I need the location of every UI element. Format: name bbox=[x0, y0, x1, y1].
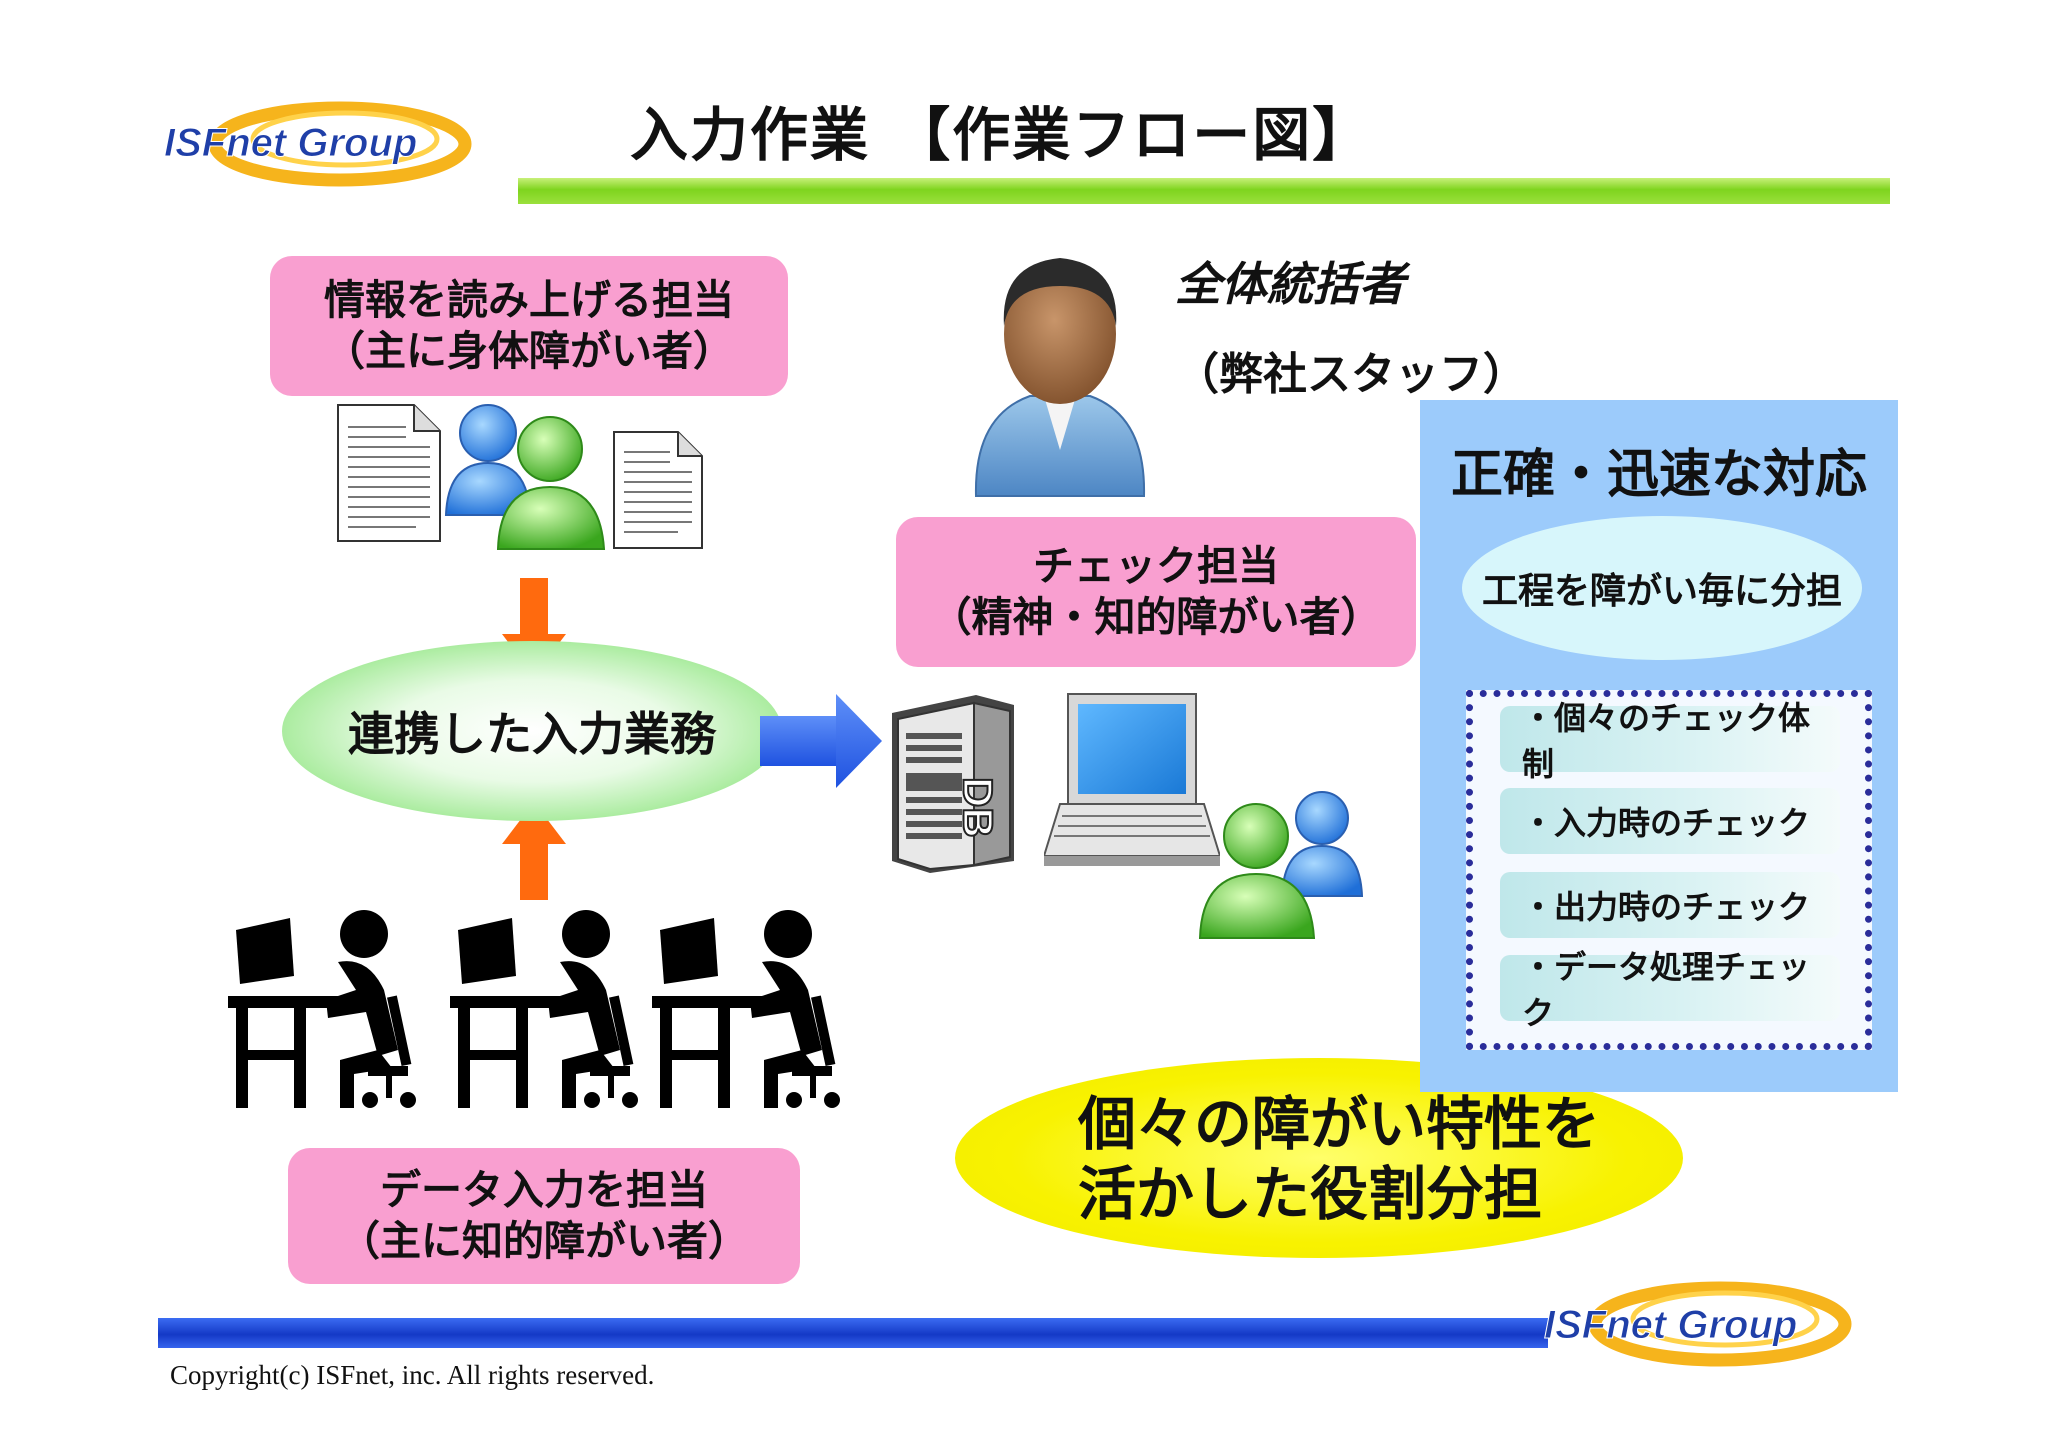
process-division-label: 工程を障がい毎に分担 bbox=[1481, 571, 1842, 612]
check-role-line1: チェック担当 bbox=[1033, 541, 1279, 590]
isfnet-logo-icon: ISFnet Group bbox=[1544, 1281, 1852, 1367]
arrow-up-icon bbox=[502, 802, 566, 900]
accuracy-panel-title: 正確・迅速な対応 bbox=[1450, 445, 1867, 505]
check-item: ・個々のチェック体制 bbox=[1500, 699, 1840, 783]
svg-text:ISFnet Group: ISFnet Group bbox=[1544, 1303, 1797, 1347]
overseer-title: 全体統括者 bbox=[1175, 257, 1405, 311]
footer-blue-bar bbox=[158, 1318, 1548, 1348]
process-division-ellipse: 工程を障がい毎に分担 bbox=[1462, 516, 1862, 660]
reader-role-box: 情報を読み上げる担当 （主に身体障がい者） bbox=[270, 256, 788, 396]
check-item: ・出力時のチェック bbox=[1500, 872, 1840, 938]
reader-role-line2: （主に身体障がい者） bbox=[324, 327, 734, 375]
svg-text:ISFnet Group: ISFnet Group bbox=[164, 121, 417, 165]
header-logo: ISFnet Group bbox=[160, 92, 520, 192]
data-input-role-line1: データ入力を担当 bbox=[380, 1165, 708, 1214]
worker-at-desk-icon bbox=[450, 910, 638, 1108]
check-role-box: チェック担当 （精神・知的障がい者） bbox=[896, 517, 1416, 667]
header-green-bar bbox=[518, 178, 1890, 204]
arrow-right-icon bbox=[760, 694, 882, 788]
check-item: ・データ処理チェック bbox=[1500, 948, 1840, 1032]
document-icon bbox=[613, 431, 703, 549]
collaborative-input-ellipse: 連携した入力業務 bbox=[282, 641, 782, 821]
role-division-line1: 個々の障がい特性を bbox=[1078, 1090, 1601, 1158]
copyright-text: Copyright(c) ISFnet, inc. All rights res… bbox=[170, 1360, 655, 1390]
overseer-subtitle: （弊社スタッフ） bbox=[1175, 349, 1527, 400]
footer-logo: ISFnet Group bbox=[1540, 1274, 1900, 1374]
data-input-role-box: データ入力を担当 （主に知的障がい者） bbox=[288, 1148, 800, 1284]
svg-text:DB: DB bbox=[955, 777, 1002, 838]
document-icon bbox=[337, 404, 441, 542]
worker-at-desk-icon bbox=[652, 910, 840, 1108]
users-icon bbox=[1198, 791, 1364, 939]
collaborative-input-label: 連携した入力業務 bbox=[348, 707, 716, 761]
check-item: ・入力時のチェック bbox=[1500, 788, 1840, 854]
worker-at-desk-icon bbox=[228, 910, 416, 1108]
person-icon bbox=[974, 258, 1146, 497]
users-icon bbox=[444, 404, 606, 550]
page-title: 入力作業 【作業フロー図】 bbox=[630, 101, 1373, 169]
role-division-line2: 活かした役割分担 bbox=[1078, 1159, 1543, 1228]
role-division-text: 個々の障がい特性を 活かした役割分担 bbox=[1078, 1090, 1600, 1229]
data-input-role-line2: （主に知的障がい者） bbox=[339, 1217, 749, 1265]
laptop-icon bbox=[1044, 693, 1220, 866]
database-server-icon: DB bbox=[892, 695, 1014, 873]
reader-role-line1: 情報を読み上げる担当 bbox=[324, 275, 734, 324]
check-role-line2: （精神・知的障がい者） bbox=[930, 593, 1382, 641]
isfnet-logo-icon: ISFnet Group bbox=[164, 101, 472, 187]
